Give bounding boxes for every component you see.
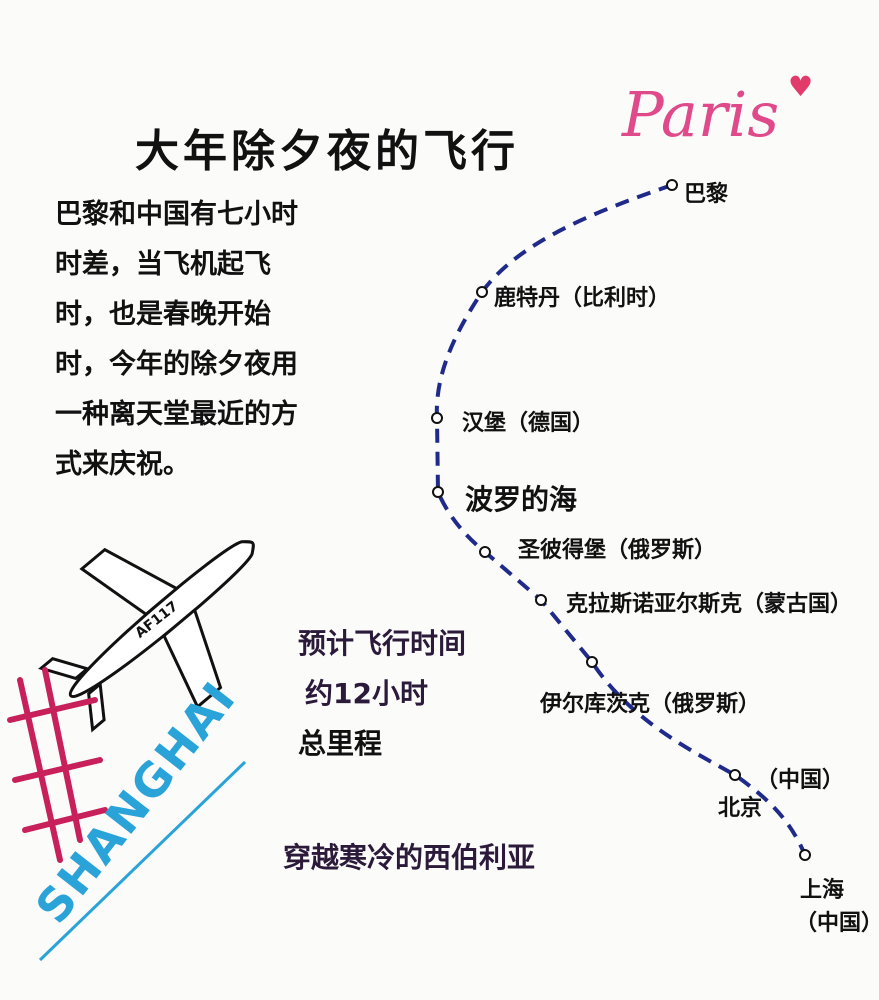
stop-rotterdam — [476, 286, 488, 298]
label-rotterdam: 鹿特丹（比利时） — [494, 286, 671, 311]
distance-label: 总里程 — [298, 727, 383, 760]
stop-hamburg — [431, 412, 443, 424]
label-baltic: 波罗的海 — [465, 483, 578, 516]
stop-baltic — [432, 486, 444, 498]
stop-beijing — [729, 769, 741, 781]
label-stpetersburg: 圣彼得堡（俄罗斯） — [518, 538, 717, 563]
underline — [38, 760, 247, 962]
stop-shanghai — [799, 849, 811, 861]
paris-logo: Paris — [622, 78, 780, 151]
stop-paris — [666, 179, 678, 191]
label-shanghai: 上海 — [800, 878, 845, 903]
stop-krasnoyarsk — [535, 594, 547, 606]
heart-icon: ♥ — [788, 70, 814, 103]
label-hamburg: 汉堡（德国） — [462, 411, 595, 436]
airplane-icon — [38, 540, 255, 733]
label-china-2: （中国） — [795, 911, 879, 936]
stop-stpetersburg — [479, 546, 491, 558]
flight-time-label: 预计飞行时间 — [298, 627, 467, 660]
flight-time-value: 约12小时 — [305, 677, 428, 710]
label-irkutsk: 伊尔库茨克（俄罗斯） — [540, 692, 761, 717]
label-china-1: （中国） — [756, 768, 845, 793]
label-krasnoyarsk: 克拉斯诺亚尔斯克（蒙古国） — [566, 592, 853, 617]
siberia-text: 穿越寒冷的西伯利亚 — [283, 841, 536, 874]
page-title: 大年除夕夜的飞行 — [135, 126, 519, 177]
flight-route — [434, 183, 807, 856]
intro-text: 巴黎和中国有七小时时差，当飞机起飞时，也是春晚开始时，今年的除夕夜用一种离天堂最… — [55, 199, 298, 480]
label-beijing: 北京 — [718, 796, 763, 821]
label-paris: 巴黎 — [684, 182, 729, 207]
firecracker-icon — [7, 667, 108, 863]
stop-irkutsk — [586, 656, 598, 668]
